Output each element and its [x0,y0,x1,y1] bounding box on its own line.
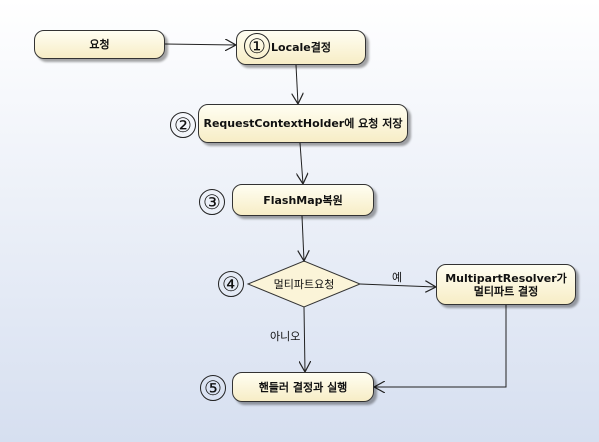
edge-label-yes: 예 [392,271,403,284]
edge-request-to-locale [164,44,236,45]
edge-decision-no [304,306,305,372]
edge-label-no: 아니오 [270,330,301,343]
step-number-2: ② [170,112,196,138]
request-node-label: 요청 [89,38,110,51]
multipart-resolver-node: MultipartResolver가 멀티파트 결정 [436,264,576,305]
request-node: 요청 [34,30,165,59]
multipart-resolver-line2: 멀티파트 결정 [473,284,539,298]
context-holder-node: RequestContextHolder에 요청 저장 [198,104,408,143]
flashmap-node: FlashMap복원 [232,184,374,216]
handler-node-label: 핸들러 결정과 실행 [258,380,348,394]
step-number-4: ④ [218,271,244,297]
edge-context-to-flashmap [300,142,303,184]
step-number-5: ⑤ [200,375,226,401]
locale-node-label: Locale결정 [271,41,331,54]
edge-decision-yes [359,284,436,287]
context-holder-node-label: RequestContextHolder에 요청 저장 [203,117,403,130]
edge-resolver-to-handler [374,305,507,387]
step-number-3: ③ [199,189,225,215]
handler-node: 핸들러 결정과 실행 [232,372,374,402]
edge-locale-to-context [296,64,298,104]
multipart-check-label: 멀티파트요청 [273,278,335,291]
multipart-resolver-line1: MultipartResolver가 [445,271,567,285]
step-number-1: ① [244,33,270,59]
flashmap-node-label: FlashMap복원 [263,193,343,207]
edge-flashmap-to-decision [302,215,304,261]
